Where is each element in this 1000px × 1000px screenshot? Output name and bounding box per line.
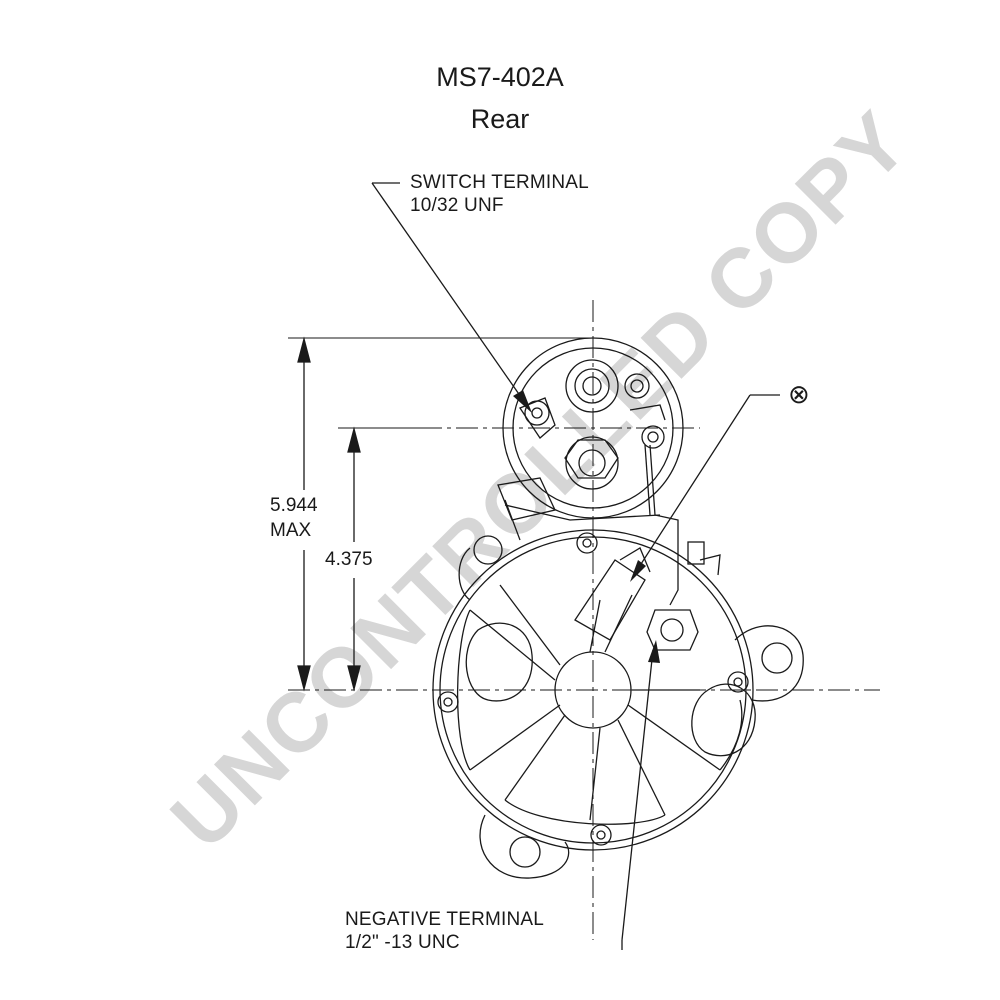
solenoid <box>497 337 684 541</box>
overall-height-value: 5.944 <box>270 495 318 516</box>
negative-terminal-thread: 1/2" -13 UNC <box>345 932 460 953</box>
view-label: Rear <box>470 104 530 134</box>
extension-lines <box>288 337 590 429</box>
center-height-value: 4.375 <box>325 549 373 570</box>
drawing-title: MS7-402A <box>436 62 564 92</box>
overall-height-qualifier: MAX <box>270 520 312 541</box>
dimension-overall-height <box>297 336 311 692</box>
negative-terminal-strap <box>644 444 699 651</box>
switch-terminal-label: SWITCH TERMINAL <box>410 172 589 193</box>
switch-terminal-leader <box>371 182 532 413</box>
centerlines <box>288 300 880 940</box>
negative-terminal-label: NEGATIVE TERMINAL <box>345 909 545 930</box>
end-housing <box>432 529 804 879</box>
switch-terminal-thread: 10/32 UNF <box>410 195 504 216</box>
dimension-center-height <box>347 426 361 692</box>
ground-marker-symbol: ⊗ <box>788 380 810 410</box>
negative-terminal-leader <box>621 640 660 950</box>
ground-marker-leader <box>630 394 780 582</box>
